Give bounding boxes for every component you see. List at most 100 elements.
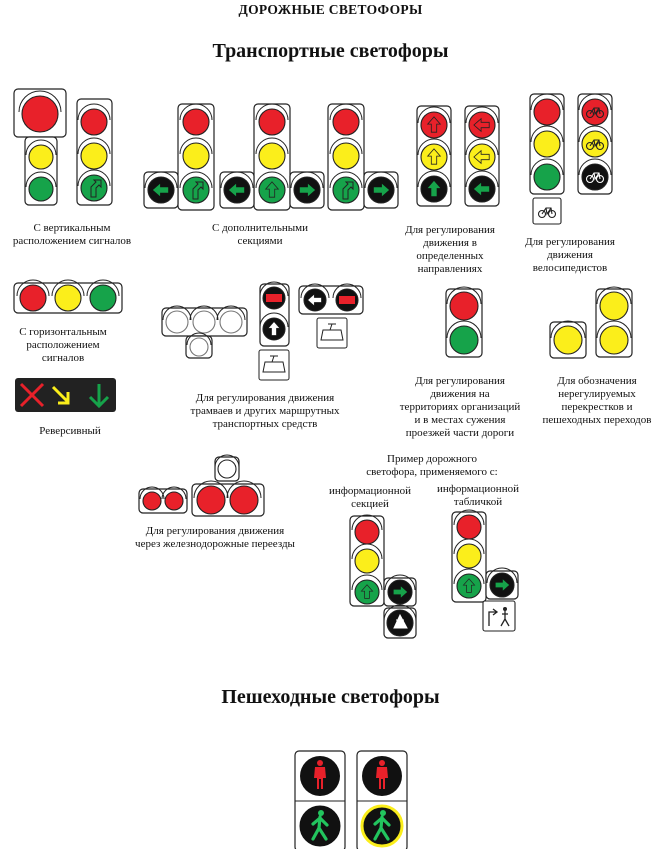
- lamp-visor: [329, 103, 363, 121]
- tram-plate: [316, 317, 348, 349]
- lamp-visor: [578, 93, 612, 111]
- up-arrow-icon: [264, 181, 280, 198]
- yellow-lamp: [80, 142, 108, 170]
- lamp-visor: [259, 312, 289, 328]
- caption-line: светофора, применяемого с:: [366, 466, 498, 478]
- lamp-visor: [453, 509, 485, 526]
- yellow-lamp: [182, 142, 210, 170]
- caption-line: трамваев и других маршрутных: [190, 405, 340, 417]
- caption-line: движения на: [430, 388, 490, 400]
- lamp-visor: [578, 125, 612, 143]
- arrow-shape: [473, 149, 490, 165]
- green-lamp: [456, 573, 482, 599]
- lamp-visor: [25, 171, 57, 188]
- yellow-lamp: [599, 291, 629, 321]
- tram-bar-icon: [266, 294, 282, 302]
- red-man-icon: [314, 767, 326, 789]
- caption-line: нерегулируемых: [558, 388, 636, 400]
- red-cross-icon: [19, 382, 45, 408]
- wheel: [595, 109, 605, 119]
- lamp-visor: [77, 103, 111, 121]
- lamp-visor: [453, 568, 485, 585]
- arrow-shape: [426, 148, 442, 165]
- arrow-shape: [342, 181, 354, 200]
- red-lamp: [182, 108, 210, 136]
- turn-arrow-icon: [488, 608, 499, 626]
- arrow-shape: [393, 586, 408, 598]
- lamp-visor: [300, 283, 330, 299]
- green-lamp: [258, 176, 286, 204]
- lamp-visor: [364, 171, 398, 189]
- lamp-visor: [596, 320, 632, 339]
- wheel: [585, 109, 595, 119]
- caption-line: Для обозначения: [557, 375, 637, 387]
- caption-line: определенных: [416, 250, 484, 262]
- up-arrow-icon: [426, 148, 442, 165]
- caption-line: Реверсивный: [39, 425, 101, 437]
- arrow-shape: [427, 180, 441, 197]
- lamp-visor: [578, 158, 612, 176]
- red-lamp: [449, 291, 479, 321]
- caption-line: и в местах сужения: [414, 414, 506, 426]
- green-man-head: [380, 810, 386, 816]
- right-arrow-icon: [393, 586, 408, 598]
- lamp-visor: [417, 170, 451, 188]
- arrow-shape: [192, 181, 204, 200]
- green-lamp: [28, 176, 54, 202]
- left-arrow-icon: [473, 117, 490, 133]
- caption-line: велосипедистов: [532, 262, 608, 274]
- bicycle-icon: [585, 172, 605, 184]
- yellow-lamp: [468, 143, 496, 171]
- red-lamp: [332, 108, 360, 136]
- caption-line: информационной: [437, 483, 519, 495]
- lamp-visor: [530, 93, 564, 111]
- caption-line: проезжей части дороги: [405, 427, 515, 439]
- lamp-visor: [290, 171, 324, 189]
- green-man-icon: [373, 815, 391, 841]
- red-lamp: [354, 519, 380, 545]
- caption-line: информационной: [329, 485, 411, 497]
- yellow-diagonal-arrow-icon: [51, 385, 70, 405]
- green-lamp: [533, 163, 561, 191]
- lamp-visor: [259, 281, 289, 297]
- yellow-lamp: [54, 284, 82, 312]
- yellow-lamp: [456, 543, 482, 569]
- lamp-visor: [214, 454, 240, 468]
- yellow-lamp: [533, 130, 561, 158]
- caption-line: табличкой: [453, 496, 503, 508]
- caption-line: секцией: [351, 498, 389, 510]
- lamp-visor: [162, 305, 192, 321]
- yellow-lamp: [420, 143, 448, 171]
- pedestrian-light-ring: [356, 750, 408, 849]
- lamp-visor: [220, 171, 254, 189]
- wheel: [585, 141, 595, 151]
- red-lamp: [420, 111, 448, 139]
- lamp-visor: [329, 171, 363, 189]
- caption-line: секциями: [237, 235, 283, 247]
- caption-line: С вертикальным: [33, 222, 111, 234]
- red-man-head: [317, 760, 323, 766]
- yellow-lamp: [599, 325, 629, 355]
- wheel: [595, 141, 605, 151]
- caption-line: движения в: [423, 237, 477, 249]
- frame: [589, 172, 601, 181]
- frame: [589, 107, 601, 116]
- blank-lamp: [192, 310, 216, 334]
- lamp-visor: [189, 305, 219, 321]
- lamp-visor: [144, 171, 178, 189]
- tram-icon: [262, 355, 286, 373]
- lamp-visor: [417, 106, 451, 124]
- arrow-shape: [90, 179, 102, 198]
- lamp-visor: [255, 171, 289, 189]
- arrow-shape: [426, 116, 442, 133]
- white-lamp: [217, 459, 237, 479]
- caption-line: Пример дорожного: [387, 453, 477, 465]
